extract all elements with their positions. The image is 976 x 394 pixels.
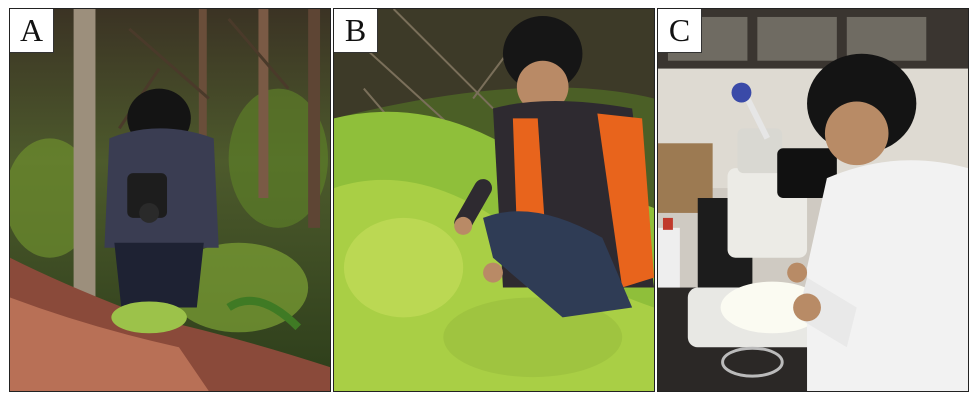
panel-a-label: A	[10, 9, 54, 53]
panel-b-photo	[334, 9, 654, 391]
panel-c-photo	[658, 9, 968, 391]
panel-a-forest-photographer: A	[9, 8, 331, 392]
panel-b-moss-collection: B	[333, 8, 655, 392]
panel-a-photo	[10, 9, 330, 391]
panel-b-label: B	[334, 9, 378, 53]
panel-c-lab-microscope: C	[657, 8, 969, 392]
panel-c-label: C	[658, 9, 702, 53]
